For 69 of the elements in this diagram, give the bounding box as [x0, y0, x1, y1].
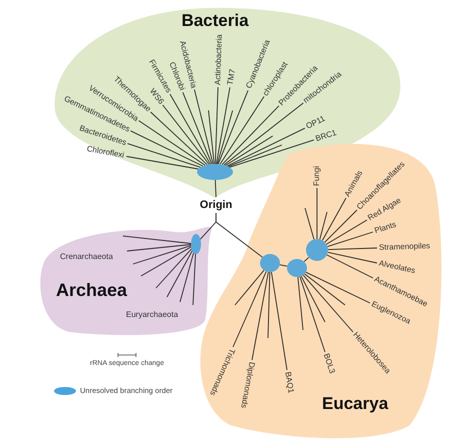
branch-line	[216, 212, 263, 258]
branch-line	[132, 245, 192, 264]
branch-line	[222, 105, 280, 166]
taxon-label: Crenarchaeota	[60, 252, 114, 262]
taxon-label: BAQ1	[282, 371, 296, 394]
branch-line	[150, 112, 208, 166]
branch-line	[127, 143, 201, 168]
branch-line	[300, 276, 326, 322]
branch-line	[279, 264, 288, 267]
branch-line	[234, 270, 264, 306]
domain-title: Archaea	[56, 279, 128, 301]
branch-line	[268, 272, 270, 338]
taxon-label: Actinobacteria	[213, 34, 225, 86]
branch-line	[316, 188, 318, 240]
taxon-label: Fungi	[312, 166, 322, 186]
branch-line	[326, 220, 368, 245]
branch-line	[180, 252, 194, 302]
taxon-label: Stramenopiles	[378, 241, 430, 253]
branch-line	[156, 248, 192, 288]
branch-line	[304, 208, 314, 240]
branch-line	[214, 180, 216, 198]
branch-line	[140, 246, 192, 276]
branch-line	[324, 210, 358, 243]
branch-line	[326, 254, 374, 278]
domain-title: Bacteria	[180, 11, 250, 31]
taxon-label: TM7	[225, 68, 238, 86]
branch-line	[229, 139, 314, 168]
branch-line	[305, 272, 370, 304]
taxon-label: Plants	[373, 220, 398, 236]
branch-line	[302, 274, 354, 332]
branch-line	[319, 212, 328, 240]
branch-line	[192, 254, 196, 306]
origin-label: Origin	[196, 197, 236, 213]
branch-line	[138, 120, 206, 166]
branch-line	[226, 128, 306, 167]
branch-line	[224, 136, 274, 166]
branch-line	[299, 276, 326, 352]
branch-line	[220, 96, 264, 165]
branch-line	[218, 90, 248, 165]
branch-line	[214, 86, 218, 164]
branch-line	[297, 276, 304, 330]
branch-line	[170, 94, 211, 165]
taxon-label: BOL3	[320, 352, 337, 375]
branch-line	[304, 256, 310, 262]
branch-line	[208, 110, 215, 164]
branch-line	[327, 252, 378, 264]
branch-line	[223, 102, 304, 166]
taxon-label: Euryarchaeota	[126, 310, 180, 320]
branch-line	[216, 86, 230, 164]
branch-line	[130, 130, 204, 167]
branch-line	[327, 232, 374, 248]
branch-line	[122, 236, 192, 244]
branch-line	[304, 273, 346, 306]
branch-line	[194, 89, 214, 164]
branch-line	[126, 156, 199, 170]
branch-line	[228, 144, 282, 168]
branch-line	[328, 248, 378, 250]
taxon-label: Chloroflexi	[86, 144, 126, 161]
branch-line	[162, 104, 210, 165]
branch-line	[322, 198, 346, 241]
branch-line	[182, 92, 212, 165]
branch-line	[216, 110, 234, 165]
branch-line	[270, 271, 288, 370]
branch-line	[252, 271, 269, 360]
taxon-label: Alveolates	[378, 258, 416, 276]
branch-line	[232, 270, 267, 348]
branch-line	[166, 250, 193, 298]
branch-line	[126, 244, 192, 252]
domain-title: Eucarya	[322, 394, 390, 414]
